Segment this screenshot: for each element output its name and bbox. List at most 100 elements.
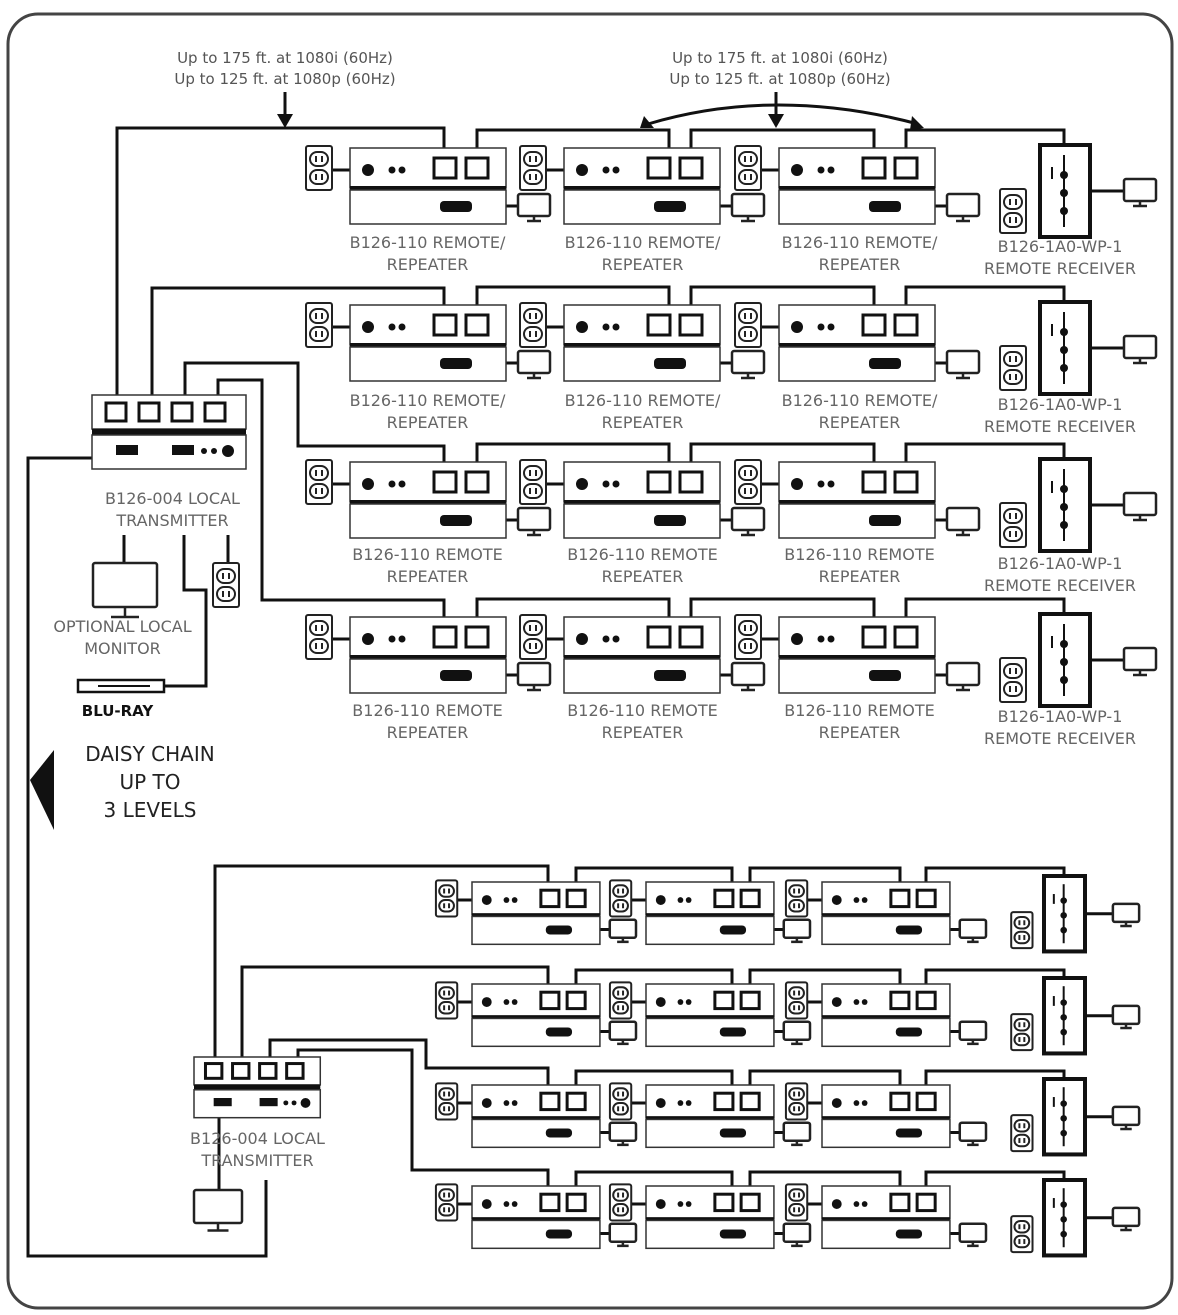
distance-line-1080i: Up to 175 ft. at 1080i (60Hz) — [177, 49, 393, 67]
power-outlet-icon — [434, 981, 459, 1020]
repeater-unit — [645, 983, 775, 1048]
repeater-unit — [778, 147, 936, 225]
repeater-unit — [471, 881, 601, 946]
diagram-border — [6, 12, 1174, 1310]
cable — [475, 285, 671, 315]
daisy-chain-subtitle: UP TO — [119, 770, 181, 794]
repeater-label: B126-110 REMOTE/REPEATER — [349, 233, 506, 274]
cable — [574, 1170, 734, 1194]
repeater-unit — [778, 461, 936, 539]
cable — [748, 866, 902, 890]
arrow-icon — [647, 103, 919, 126]
monitor-icon — [958, 1121, 988, 1147]
distance-line-1080i: Up to 175 ft. at 1080i (60Hz) — [672, 49, 888, 67]
cable — [748, 968, 902, 992]
repeater-label: B126-110 REMOTE/REPEATER — [781, 391, 938, 432]
repeater-unit — [563, 304, 721, 382]
cable — [475, 442, 671, 472]
monitor-icon — [945, 661, 981, 692]
monitor-icon — [608, 1222, 638, 1248]
repeater-label: B126-110 REMOTE/REPEATER — [781, 233, 938, 274]
monitor-icon — [730, 192, 766, 223]
monitor-icon — [782, 1222, 812, 1248]
power-outlet-icon — [999, 345, 1027, 391]
power-outlet-icon — [784, 981, 809, 1020]
remote-receiver-unit — [1042, 874, 1087, 954]
repeater-label: B126-110 REMOTE/REPEATER — [349, 391, 506, 432]
repeater-unit — [821, 1084, 951, 1149]
repeater-unit — [349, 304, 507, 382]
monitor-icon — [782, 1020, 812, 1046]
device-layer — [30, 92, 1158, 1258]
power-outlet-icon — [434, 1082, 459, 1121]
monitor-icon — [945, 349, 981, 380]
bluray-player-icon — [76, 678, 166, 694]
cable — [183, 361, 446, 472]
bluray-label: BLU-RAY — [81, 702, 154, 720]
cable — [475, 597, 671, 627]
cable — [574, 866, 734, 890]
monitor-icon — [1111, 1004, 1141, 1030]
arrow-icon — [910, 116, 924, 130]
distance-line-1080p: Up to 125 ft. at 1080p (60Hz) — [174, 70, 396, 88]
remote-receiver-unit — [1038, 612, 1092, 708]
monitor-icon — [608, 1121, 638, 1147]
repeater-label: B126-110 REMOTE/REPEATER — [564, 391, 721, 432]
monitor-icon — [730, 506, 766, 537]
monitor-icon — [91, 561, 159, 619]
monitor-icon — [1111, 902, 1141, 928]
local-transmitter-unit — [193, 1056, 322, 1119]
monitor-icon — [958, 1222, 988, 1248]
power-outlet-icon — [519, 614, 547, 660]
repeater-unit — [563, 461, 721, 539]
repeater-unit — [471, 1185, 601, 1250]
power-outlet-icon — [784, 1082, 809, 1121]
repeater-unit — [471, 983, 601, 1048]
cable — [213, 864, 550, 1064]
daisy-chain-title: DAISY CHAIN — [85, 742, 215, 766]
cable — [240, 965, 550, 1064]
repeater-unit — [821, 881, 951, 946]
monitor-icon — [516, 506, 552, 537]
power-outlet-icon — [305, 302, 333, 348]
remote-receiver-unit — [1042, 1077, 1087, 1157]
cable — [689, 442, 876, 472]
repeater-unit — [645, 881, 775, 946]
monitor-icon — [1122, 334, 1158, 365]
arrow-icon — [277, 114, 293, 128]
repeater-unit — [349, 461, 507, 539]
repeater-unit — [471, 1084, 601, 1149]
power-outlet-icon — [734, 302, 762, 348]
monitor-icon — [958, 918, 988, 944]
power-outlet-icon — [1010, 1215, 1034, 1254]
repeater-unit — [821, 983, 951, 1048]
power-outlet-icon — [608, 1183, 633, 1222]
cable — [268, 1038, 550, 1093]
daisy-chain-note: DAISY CHAIN UP TO 3 LEVELS — [55, 740, 245, 824]
power-outlet-icon — [734, 459, 762, 505]
power-outlet-icon — [305, 459, 333, 505]
power-outlet-icon — [608, 879, 633, 918]
cable — [216, 378, 446, 627]
repeater-unit — [645, 1084, 775, 1149]
repeater-unit — [349, 616, 507, 694]
repeater-unit — [778, 616, 936, 694]
monitor-icon — [1122, 177, 1158, 208]
power-outlet-icon — [734, 145, 762, 191]
cable — [689, 128, 876, 158]
monitor-icon — [1122, 491, 1158, 522]
power-outlet-icon — [608, 1082, 633, 1121]
repeater-unit — [778, 304, 936, 382]
repeater-unit — [563, 147, 721, 225]
power-outlet-icon — [212, 562, 240, 608]
monitor-icon — [1122, 646, 1158, 677]
cable — [574, 1069, 734, 1093]
power-outlet-icon — [734, 614, 762, 660]
monitor-icon — [516, 661, 552, 692]
cable — [296, 1048, 550, 1194]
